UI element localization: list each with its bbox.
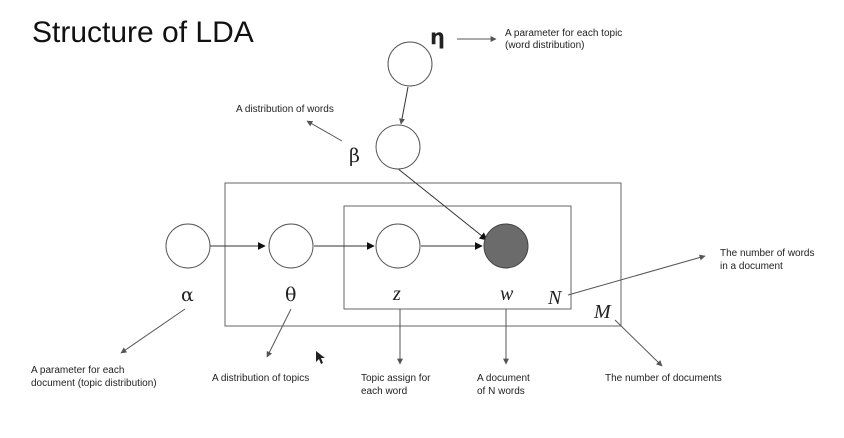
plate-N: [343, 205, 572, 310]
annotation-z-line2: each word: [361, 386, 407, 397]
node-w-observed: [483, 223, 529, 269]
plate-M: [224, 182, 622, 327]
annotation-theta: A distribution of topics: [212, 373, 309, 384]
symbol-w: w: [500, 283, 514, 305]
annotation-M: The number of documents: [605, 373, 722, 384]
node-alpha: [165, 223, 211, 269]
slide-title: Structure of LDA: [32, 16, 254, 49]
node-theta: [268, 223, 314, 269]
annotation-beta: A distribution of words: [236, 104, 334, 115]
pointer-alpha: [120, 308, 186, 354]
annotation-alpha-line2: document (topic distribution): [31, 378, 157, 389]
annotation-w-line2: of N words: [477, 386, 525, 397]
annotation-z-line1: Topic assign for: [361, 373, 431, 384]
symbol-z: z: [392, 283, 401, 305]
edge-beta-w: [396, 167, 488, 241]
symbol-beta: β: [349, 145, 360, 167]
annotation-alpha-line1: A parameter for each: [31, 365, 124, 376]
node-z: [375, 223, 421, 269]
annotation-N-line2: in a document: [720, 261, 783, 272]
node-beta: [375, 124, 421, 170]
annotation-N-line1: The number of words: [720, 248, 815, 259]
pointer-beta: [306, 120, 343, 142]
symbol-M: M: [593, 301, 612, 323]
annotation-w-line1: A document: [477, 373, 530, 384]
symbol-theta: θ: [285, 284, 296, 306]
symbol-alpha: α: [181, 284, 194, 306]
pointer-theta: [266, 308, 292, 358]
mouse-cursor-icon: [316, 351, 325, 364]
symbol-N: N: [547, 287, 563, 309]
node-eta: [387, 41, 433, 87]
annotation-eta-line2: (word distribution): [505, 40, 584, 51]
annotation-eta-line1: A parameter for each topic: [505, 28, 622, 39]
pointer-N: [567, 254, 706, 296]
edge-eta-beta: [399, 86, 409, 125]
pointer-M: [614, 319, 663, 367]
symbol-eta: η: [430, 25, 445, 49]
